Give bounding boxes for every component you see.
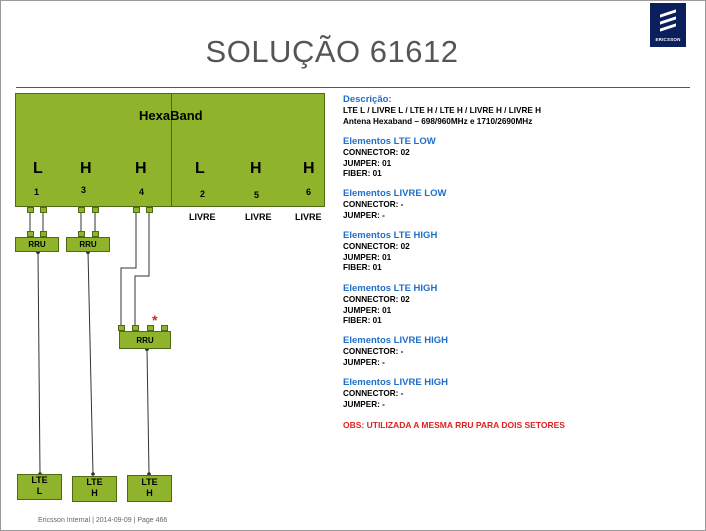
port-letter: H [303, 160, 315, 177]
port-number: 6 [306, 187, 312, 197]
lte-box [72, 476, 117, 502]
rru-label: RRU [79, 240, 97, 249]
rru-box [119, 331, 171, 349]
ericsson-logo: ERICSSON [650, 3, 686, 47]
port-number: 3 [81, 185, 87, 195]
section-heading: Elementos LIVRE LOW [343, 188, 447, 199]
section-livre-low: Elementos LIVRE LOW CONNECTOR: - JUMPER:… [343, 188, 446, 221]
footer: Ericsson Internal | 2014-09-09 | Page 46… [38, 517, 168, 524]
port-status: LIVRE [295, 212, 322, 222]
antenna-name: HexaBand [139, 108, 203, 123]
slide-title: SOLUÇÃO 61612 [205, 34, 459, 69]
section-heading: Elementos LIVRE HIGH [343, 377, 449, 388]
antenna-port [92, 207, 99, 213]
lte-label-line: LTE [31, 475, 48, 485]
shared-rru-asterisk: * [152, 312, 158, 328]
rru-port [161, 325, 168, 331]
lte-label: LTE H [72, 477, 117, 499]
logo-text: ERICSSON [655, 37, 681, 42]
section-line: JUMPER: 01 [343, 252, 392, 262]
section-line: JUMPER: 01 [343, 158, 392, 168]
rru-port [78, 231, 85, 237]
section-line: FIBER: 01 [343, 316, 382, 325]
section-line: CONNECTOR: - [343, 347, 404, 356]
port-letter: H [80, 160, 92, 177]
section-line: JUMPER: - [343, 357, 385, 367]
lte-label-line: L [36, 486, 43, 496]
rru-port [147, 325, 154, 331]
section-livre-high: Elementos LIVRE HIGH CONNECTOR: - JUMPER… [343, 335, 448, 368]
lte-label: LTE L [17, 475, 62, 497]
rru-label: RRU [28, 240, 46, 249]
lte-label-line: H [146, 488, 153, 498]
port-number: 4 [139, 187, 145, 197]
rru-label: RRU [136, 336, 154, 345]
rru-port [118, 325, 125, 331]
section-line: CONNECTOR: 02 [343, 148, 410, 157]
port-number: 1 [34, 187, 40, 197]
section-heading: Elementos LIVRE HIGH [343, 335, 449, 346]
antenna-port [133, 207, 140, 213]
hexaband-antenna [15, 93, 325, 207]
section-lte-high: Elementos LTE HIGH CONNECTOR: 02 JUMPER:… [343, 283, 437, 327]
antenna-divider [171, 93, 172, 207]
lte-box [127, 475, 172, 502]
port-number: 5 [254, 190, 260, 200]
lte-label-line: H [91, 488, 98, 498]
port-letter: L [195, 160, 205, 177]
section-lte-high: Elementos LTE HIGH CONNECTOR: 02 JUMPER:… [343, 230, 437, 274]
rru-port [92, 231, 99, 237]
description-line: LTE L / LIVRE L / LTE H / LTE H / LIVRE … [343, 106, 542, 115]
description-heading: Descrição: [343, 94, 392, 105]
rru-port [132, 325, 139, 331]
section-line: FIBER: 01 [343, 263, 382, 272]
lte-label-line: LTE [141, 477, 158, 487]
section-heading: Elementos LTE HIGH [343, 230, 438, 241]
section-lte-low: Elementos LTE LOW CONNECTOR: 02 JUMPER: … [343, 136, 436, 180]
antenna-port [27, 207, 34, 213]
section-line: JUMPER: - [343, 399, 385, 409]
antenna-port [40, 207, 47, 213]
section-line: CONNECTOR: - [343, 200, 404, 209]
section-line: FIBER: 01 [343, 169, 382, 178]
description-line: Antena Hexaband – 698/960MHz e 1710/2690… [343, 116, 533, 126]
section-line: CONNECTOR: 02 [343, 242, 410, 251]
antenna-port [78, 207, 85, 213]
lte-box [17, 474, 62, 500]
section-line: JUMPER: - [343, 210, 385, 220]
section-line: CONNECTOR: 02 [343, 295, 410, 304]
section-line: JUMPER: 01 [343, 305, 392, 315]
rru-port [27, 231, 34, 237]
rru-box [15, 237, 59, 252]
lte-label-line: LTE [86, 477, 103, 487]
port-status: LIVRE [189, 212, 216, 222]
port-status: LIVRE [245, 212, 272, 222]
rru-box [66, 237, 110, 252]
rru-port [40, 231, 47, 237]
antenna-port [146, 207, 153, 213]
description-block: Descrição: LTE L / LIVRE L / LTE H / LTE… [343, 94, 541, 127]
section-heading: Elementos LTE HIGH [343, 283, 438, 294]
port-letter: H [250, 160, 262, 177]
lte-label: LTE H [127, 477, 172, 499]
section-line: CONNECTOR: - [343, 389, 404, 398]
port-letter: H [135, 160, 147, 177]
port-letter: L [33, 160, 43, 177]
section-heading: Elementos LTE LOW [343, 136, 436, 147]
port-number: 2 [200, 189, 206, 199]
obs-note: OBS: UTILIZADA A MESMA RRU PARA DOIS SET… [343, 420, 565, 430]
title-rule [16, 87, 690, 88]
section-livre-high: Elementos LIVRE HIGH CONNECTOR: - JUMPER… [343, 377, 448, 410]
